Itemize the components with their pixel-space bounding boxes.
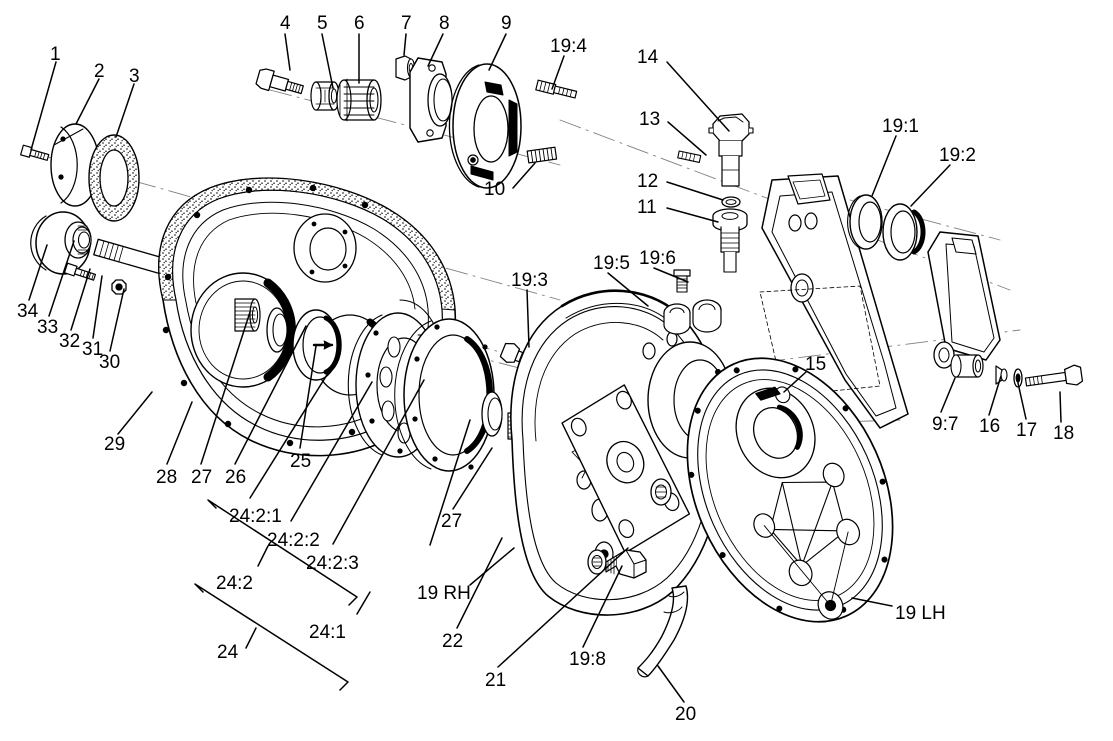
callout-19-2: 19:2 (939, 145, 976, 166)
callout-19-8: 19:8 (569, 649, 606, 670)
callout-24-2-2: 24:2:2 (267, 530, 320, 551)
callout-4: 4 (280, 13, 291, 34)
callout-24-2-1: 24:2:1 (229, 506, 282, 527)
callout-16: 16 (979, 416, 1001, 437)
callout-8: 8 (439, 13, 450, 34)
callout-27-right: 27 (441, 511, 463, 532)
callout-9: 9 (501, 13, 512, 34)
callout-5: 5 (317, 13, 328, 34)
callout-19-6: 19:6 (639, 248, 676, 269)
callout-19-1: 19:1 (882, 116, 919, 137)
callout-17: 17 (1016, 420, 1038, 441)
callout-24-2-3: 24:2:3 (306, 553, 359, 574)
callout-26: 26 (225, 467, 247, 488)
callout-3: 3 (129, 66, 140, 87)
callout-22: 22 (442, 631, 464, 652)
callout-24-1: 24:1 (309, 622, 346, 643)
callout-12: 12 (637, 171, 659, 192)
callout-25: 25 (290, 451, 312, 472)
callout-29: 29 (104, 434, 126, 455)
callout-18: 18 (1053, 423, 1075, 444)
callout-28: 28 (156, 467, 178, 488)
callout-10: 10 (484, 179, 506, 200)
callout-20: 20 (675, 704, 697, 725)
callout-24-2: 24:2 (216, 573, 253, 594)
callout-27: 27 (191, 467, 213, 488)
callout-7: 7 (401, 13, 412, 34)
callout-33: 33 (37, 317, 59, 338)
callout-30: 30 (99, 352, 121, 373)
callout-24: 24 (217, 642, 239, 663)
callout-21: 21 (485, 670, 507, 691)
callout-13: 13 (639, 109, 661, 130)
callout-19-rh: 19 RH (417, 583, 471, 604)
callout-14: 14 (637, 47, 659, 68)
callout-19-5: 19:5 (593, 253, 630, 274)
callout-9-7: 9:7 (932, 414, 959, 435)
callout-32: 32 (59, 331, 81, 352)
callout-6: 6 (354, 13, 365, 34)
callout-19-lh: 19 LH (895, 603, 946, 624)
callout-31: 31 (82, 339, 104, 360)
callout-11: 11 (637, 197, 657, 218)
callout-19-4: 19:4 (550, 36, 587, 57)
callout-15: 15 (805, 354, 827, 375)
callout-1: 1 (50, 44, 61, 65)
callout-34: 34 (17, 301, 39, 322)
callout-19-3: 19:3 (511, 270, 548, 291)
callout-2: 2 (94, 61, 105, 82)
